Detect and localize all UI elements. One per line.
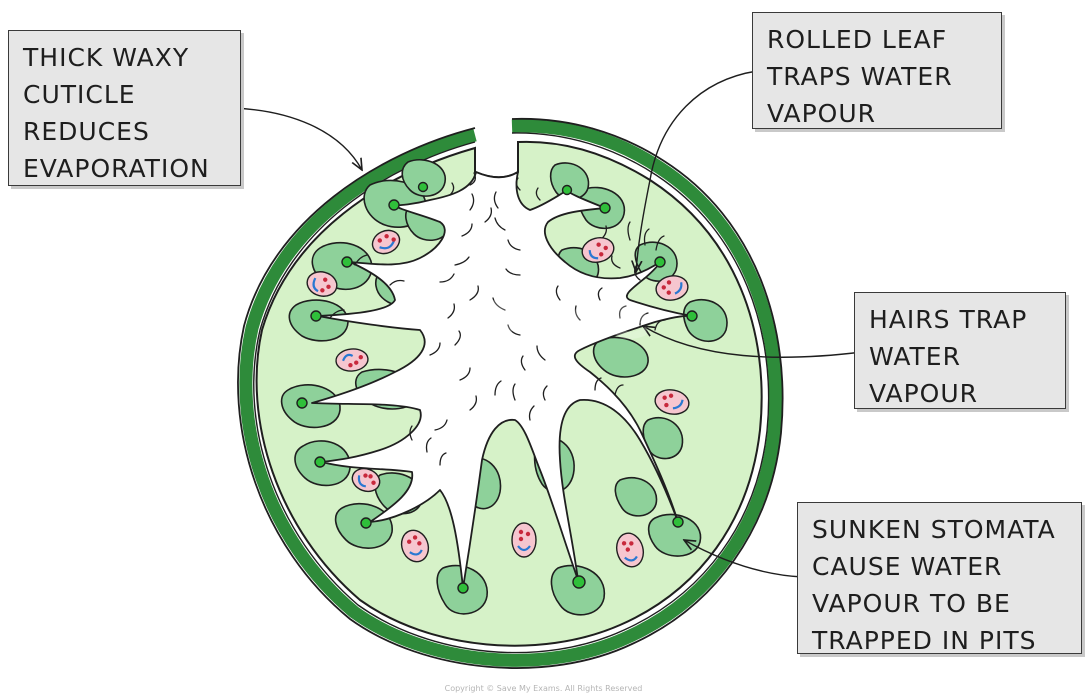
label-line: SUNKEN STOMATA <box>812 511 1079 548</box>
stoma-dot <box>315 457 325 467</box>
label-hairs-trap-water: HAIRS TRAP WATER VAPOUR <box>854 292 1066 409</box>
label-line: VAPOUR TO BE <box>812 585 1079 622</box>
stoma-dot <box>419 183 428 192</box>
label-line: WATER <box>869 338 1055 375</box>
stoma-dot <box>563 186 572 195</box>
label-sunken-stomata: SUNKEN STOMATA CAUSE WATER VAPOUR TO BE … <box>797 502 1082 654</box>
label-line: REDUCES <box>23 113 230 150</box>
cuticle-arrow <box>232 108 362 170</box>
label-line: CAUSE WATER <box>812 548 1079 585</box>
stoma-dot <box>297 398 307 408</box>
label-line: CUTICLE <box>23 76 230 113</box>
stoma-dot <box>361 518 371 528</box>
label-rolled-leaf: ROLLED LEAF TRAPS WATER VAPOUR <box>752 12 1002 129</box>
label-line: VAPOUR <box>869 375 1055 412</box>
label-line: THICK WAXY <box>23 39 230 76</box>
stoma-dot <box>573 576 585 588</box>
stoma-dot <box>458 583 468 593</box>
stoma-dot <box>673 517 683 527</box>
label-line: TRAPS WATER <box>767 58 991 95</box>
label-line: TRAPPED IN PITS <box>812 622 1079 654</box>
label-line: HAIRS TRAP <box>869 301 1055 338</box>
stoma-dot <box>600 203 610 213</box>
label-line: ROLLED LEAF <box>767 21 991 58</box>
copyright-notice: Copyright © Save My Exams. All Rights Re… <box>0 684 1087 693</box>
stoma-dot <box>655 257 665 267</box>
label-thick-waxy-cuticle: THICK WAXY CUTICLE REDUCES EVAPORATION <box>8 30 241 186</box>
stoma-dot <box>687 311 697 321</box>
label-line: VAPOUR <box>767 95 991 132</box>
stoma-dot <box>389 200 399 210</box>
watermark: Save <box>468 279 655 366</box>
vascular-bundle <box>512 523 536 557</box>
label-line: EVAPORATION <box>23 150 230 187</box>
stoma-dot <box>311 311 321 321</box>
stoma-dot <box>342 257 352 267</box>
